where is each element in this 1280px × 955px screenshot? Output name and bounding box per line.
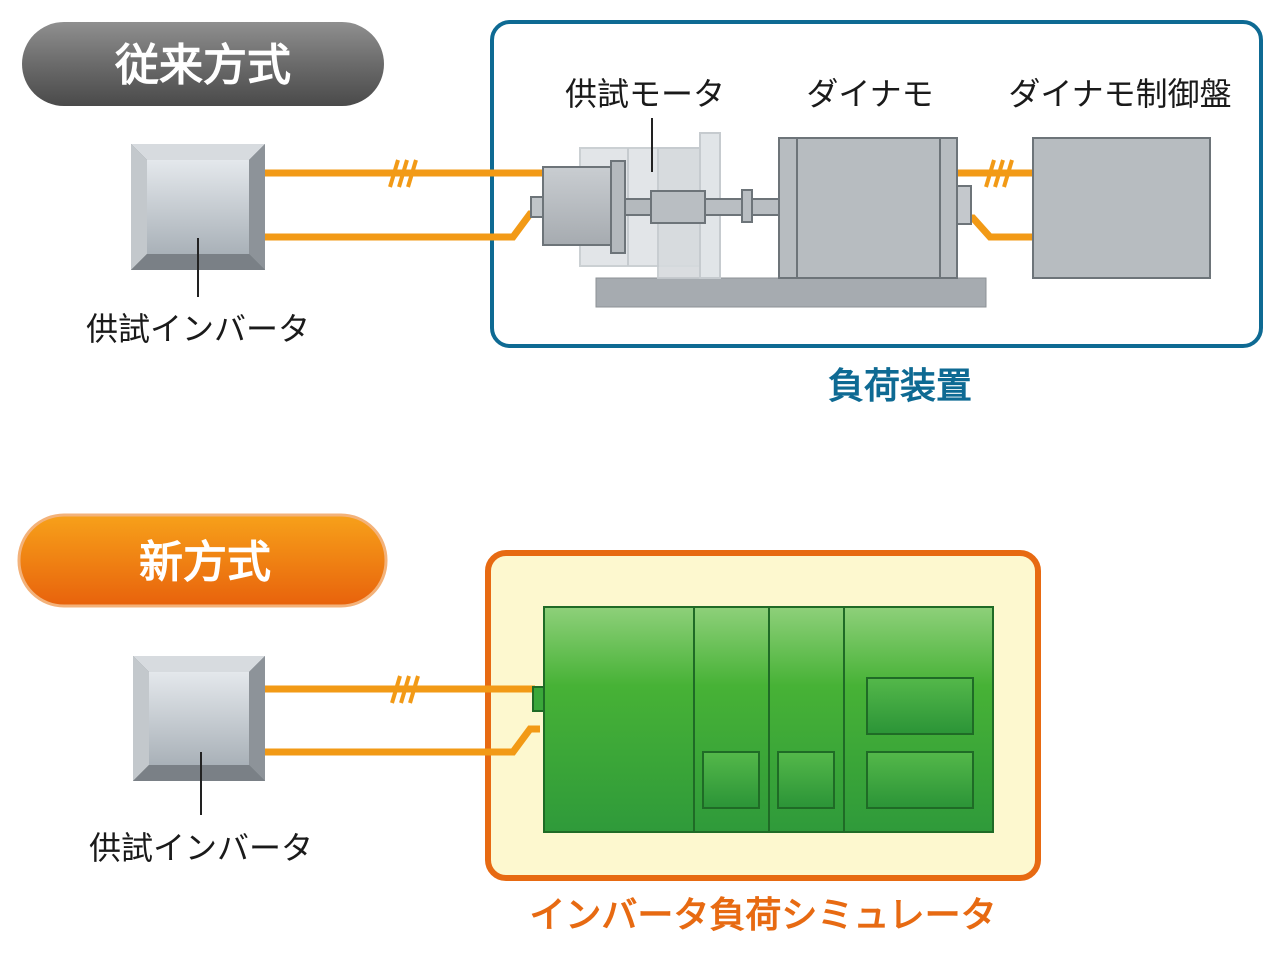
test-motor-label: 供試モータ [565,75,725,113]
conventional-title-pill: 従来方式 [22,22,384,106]
simulator-caption: インバータ負荷シミュレータ [529,895,996,936]
three-phase-mark-3 [390,675,420,704]
conventional-inverter [131,144,265,297]
test-motor [530,118,780,279]
dynamo-control-panel-label: ダイナモ制御盤 [1008,75,1231,113]
load-device-frame [490,20,1263,348]
inverter-load-simulator [532,606,994,833]
new-method-cables [265,685,540,756]
conventional-inverter-label: 供試インバータ [86,310,310,348]
three-phase-mark-2 [984,159,1014,188]
new-method-section: 新方式 供試インバータ [17,513,1041,936]
dynamo-control-panel [1032,137,1211,279]
dynamo-label: ダイナモ [806,75,933,113]
conventional-title: 従来方式 [114,40,291,91]
new-method-inverter [133,656,265,815]
bedplate [595,277,987,308]
new-method-title-pill: 新方式 [17,513,388,608]
load-device-caption: 負荷装置 [828,366,972,407]
new-method-title: 新方式 [139,537,271,588]
new-method-inverter-label: 供試インバータ [89,829,313,867]
conventional-section: 従来方式 供試イン [22,20,1263,407]
three-phase-mark-1 [388,159,418,188]
dynamo [778,137,972,279]
